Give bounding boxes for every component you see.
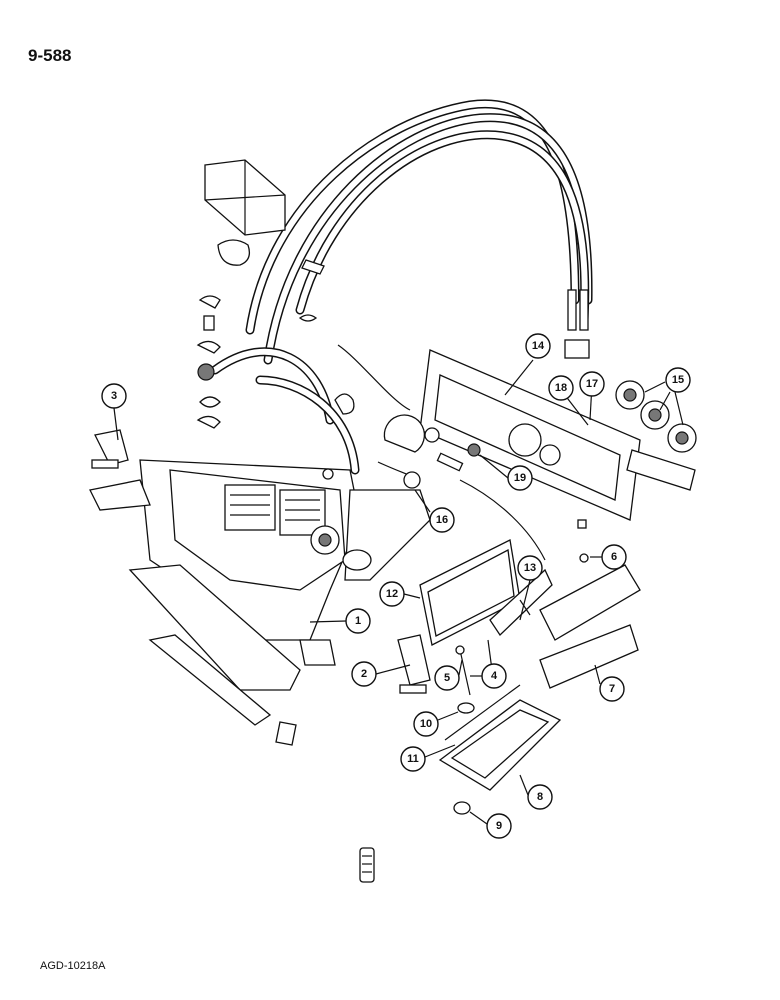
svg-text:19: 19 xyxy=(514,472,526,484)
callout-16: 16 xyxy=(429,507,455,533)
svg-text:9: 9 xyxy=(496,820,502,832)
svg-text:15: 15 xyxy=(672,374,684,386)
svg-text:14: 14 xyxy=(532,340,545,352)
cover-plates xyxy=(539,553,641,689)
svg-text:10: 10 xyxy=(420,718,432,730)
callout-14: 14 xyxy=(525,333,551,359)
svg-text:8: 8 xyxy=(537,791,543,803)
callout-13: 13 xyxy=(517,555,543,581)
callout-10: 10 xyxy=(413,711,439,737)
mounting-bracket xyxy=(489,568,553,637)
callout-7: 7 xyxy=(599,676,625,702)
page-number: 9-588 xyxy=(28,46,72,65)
insulation-block xyxy=(204,159,286,236)
callout-12: 12 xyxy=(379,581,405,607)
svg-text:1: 1 xyxy=(355,615,361,627)
small-hardware xyxy=(359,702,475,883)
leader-lines xyxy=(113,359,684,825)
callout-6: 6 xyxy=(601,544,627,570)
svg-text:5: 5 xyxy=(444,672,450,684)
callout-1: 1 xyxy=(345,608,371,634)
control-panel xyxy=(419,349,641,529)
hose-clips xyxy=(196,239,355,429)
callout-17: 17 xyxy=(579,371,605,397)
side-bracket xyxy=(397,634,493,696)
heater-hoses xyxy=(210,99,593,475)
callout-15: 15 xyxy=(665,367,691,393)
svg-text:12: 12 xyxy=(386,588,398,600)
misc-fittings xyxy=(322,414,481,489)
control-knobs xyxy=(615,380,697,491)
callout-8: 8 xyxy=(527,784,553,810)
svg-text:18: 18 xyxy=(555,382,567,394)
callout-11: 11 xyxy=(400,746,426,772)
svg-text:6: 6 xyxy=(611,551,617,563)
callout-5: 5 xyxy=(434,665,460,691)
outlet-tray xyxy=(438,684,562,791)
svg-text:7: 7 xyxy=(609,683,615,695)
svg-text:13: 13 xyxy=(524,562,536,574)
svg-text:11: 11 xyxy=(407,753,419,765)
callout-19: 19 xyxy=(507,465,533,491)
callout-9: 9 xyxy=(486,813,512,839)
callout-3: 3 xyxy=(101,383,127,409)
reference-code: AGD-10218A xyxy=(40,960,106,972)
callout-18: 18 xyxy=(548,375,574,401)
svg-text:3: 3 xyxy=(111,390,117,402)
callout-2: 2 xyxy=(351,661,377,687)
svg-text:17: 17 xyxy=(586,378,598,390)
svg-text:4: 4 xyxy=(491,670,498,682)
svg-text:16: 16 xyxy=(436,514,448,526)
svg-text:2: 2 xyxy=(361,668,367,680)
housing-trim xyxy=(91,429,301,746)
callout-4: 4 xyxy=(481,663,507,689)
